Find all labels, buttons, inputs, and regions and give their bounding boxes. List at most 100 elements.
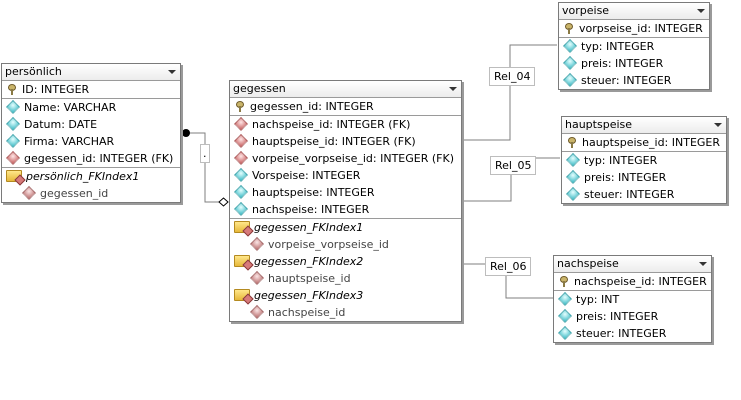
foreign-key-icon [5, 150, 21, 166]
pk-label: nachspeise_id: INTEGER [574, 275, 707, 288]
chevron-down-icon[interactable] [449, 87, 457, 91]
table-name: gegessen [233, 82, 286, 95]
relation-line-rel06 [462, 263, 553, 299]
attribute-icon [565, 186, 581, 202]
many-end-diamond [218, 197, 229, 207]
attribute-label: hauptspeise_id: INTEGER (FK) [252, 135, 416, 148]
attribute-row[interactable]: gegessen_id: INTEGER (FK) [2, 150, 180, 167]
attribute-icon [233, 201, 249, 217]
foreign-key-icon [233, 133, 249, 149]
attribute-row[interactable]: steuer: INTEGER [562, 186, 726, 203]
attribute-label: vorpeise_vorpseise_id: INTEGER (FK) [252, 152, 454, 165]
index-column-icon [249, 270, 265, 286]
table-header[interactable]: hauptspeise [562, 117, 726, 134]
pk-row[interactable]: nachspeise_id: INTEGER [554, 273, 711, 290]
attribute-row[interactable]: Firma: VARCHAR [2, 133, 180, 150]
table-header[interactable]: nachspeise [554, 256, 711, 273]
index-row[interactable]: persönlich_FKIndex1 [2, 168, 180, 185]
index-column-row[interactable]: nachspeise_id [230, 304, 461, 321]
attribute-row[interactable]: steuer: INTEGER [554, 325, 711, 342]
relation-line-persoenlich-gegessen [186, 132, 220, 203]
attribute-row[interactable]: preis: INTEGER [554, 308, 711, 325]
attribute-icon [5, 133, 21, 149]
table-header[interactable]: vorpeise [559, 3, 709, 20]
table-hauptspeise[interactable]: hauptspeise hauptspeise_id: INTEGER typ:… [561, 116, 727, 204]
table-header[interactable]: persönlich [2, 64, 180, 81]
relation-label-persoenlich-gegessen[interactable]: . [200, 144, 210, 163]
index-column-row[interactable]: hauptspeise_id [230, 270, 461, 287]
index-row[interactable]: gegessen_FKIndex2 [230, 253, 461, 270]
attribute-row[interactable]: hauptspeise_id: INTEGER (FK) [230, 133, 461, 150]
attribute-label: preis: INTEGER [581, 57, 664, 70]
attribute-row[interactable]: nachspeise: INTEGER [230, 201, 461, 218]
attribute-row[interactable]: steuer: INTEGER [559, 72, 709, 89]
index-column-icon [249, 304, 265, 320]
attribute-label: Firma: VARCHAR [24, 135, 115, 148]
index-column-label: gegessen_id [40, 187, 109, 200]
index-column-label: vorpeise_vorpseise_id [268, 238, 389, 251]
one-end-marker [182, 129, 190, 137]
table-gegessen[interactable]: gegessen gegessen_id: INTEGER nachspeise… [229, 80, 462, 322]
attribute-label: Name: VARCHAR [24, 101, 117, 114]
table-vorpeise[interactable]: vorpeise vorpseise_id: INTEGER typ: INTE… [558, 2, 710, 90]
relation-label-rel05[interactable]: Rel_05 [490, 156, 537, 175]
attribute-row[interactable]: typ: INT [554, 291, 711, 308]
attribute-label: gegessen_id: INTEGER (FK) [24, 152, 174, 165]
foreign-key-icon [233, 116, 249, 132]
attribute-label: nachspeise_id: INTEGER (FK) [252, 118, 411, 131]
attribute-label: hauptspeise: INTEGER [252, 186, 375, 199]
table-nachspeise[interactable]: nachspeise nachspeise_id: INTEGER typ: I… [553, 255, 712, 343]
pk-row[interactable]: vorpseise_id: INTEGER [559, 20, 709, 37]
attribute-row[interactable]: Name: VARCHAR [2, 99, 180, 116]
relation-label-rel06[interactable]: Rel_06 [485, 257, 532, 276]
index-column-row[interactable]: gegessen_id [2, 185, 180, 202]
attribute-row[interactable]: typ: INTEGER [559, 38, 709, 55]
index-row[interactable]: gegessen_FKIndex3 [230, 287, 461, 304]
pk-row[interactable]: gegessen_id: INTEGER [230, 98, 461, 115]
attribute-icon [557, 325, 573, 341]
index-folder-icon [234, 255, 250, 267]
attribute-icon [565, 152, 581, 168]
attribute-label: steuer: INTEGER [576, 327, 667, 340]
key-icon [236, 100, 244, 112]
attribute-row[interactable]: nachspeise_id: INTEGER (FK) [230, 116, 461, 133]
table-name: hauptspeise [565, 118, 633, 131]
chevron-down-icon[interactable] [168, 70, 176, 74]
attribute-label: typ: INT [576, 293, 620, 306]
attribute-row[interactable]: typ: INTEGER [562, 152, 726, 169]
pk-row[interactable]: hauptspeise_id: INTEGER [562, 134, 726, 151]
chevron-down-icon[interactable] [714, 123, 722, 127]
attribute-row[interactable]: vorpeise_vorpseise_id: INTEGER (FK) [230, 150, 461, 167]
chevron-down-icon[interactable] [699, 262, 707, 266]
index-column-icon [249, 236, 265, 252]
attribute-row[interactable]: preis: INTEGER [559, 55, 709, 72]
attribute-icon [233, 167, 249, 183]
attribute-row[interactable]: Datum: DATE [2, 116, 180, 133]
attribute-icon [557, 308, 573, 324]
key-icon [568, 136, 576, 148]
key-icon [565, 22, 573, 34]
attribute-row[interactable]: preis: INTEGER [562, 169, 726, 186]
index-row[interactable]: gegessen_FKIndex1 [230, 219, 461, 236]
relation-line-rel04 [462, 44, 557, 141]
relation-label-rel04[interactable]: Rel_04 [489, 67, 536, 86]
index-folder-icon [6, 170, 22, 182]
attribute-label: Vorspeise: INTEGER [252, 169, 361, 182]
table-persoenlich[interactable]: persönlich ID: INTEGER Name: VARCHAR Dat… [1, 63, 181, 203]
index-folder-icon [234, 221, 250, 233]
pk-row[interactable]: ID: INTEGER [2, 81, 180, 98]
index-name: gegessen_FKIndex3 [254, 289, 364, 302]
attribute-label: Datum: DATE [24, 118, 98, 131]
attribute-row[interactable]: hauptspeise: INTEGER [230, 184, 461, 201]
pk-label: ID: INTEGER [22, 83, 90, 96]
attribute-icon [562, 55, 578, 71]
table-header[interactable]: gegessen [230, 81, 461, 98]
attribute-row[interactable]: Vorspeise: INTEGER [230, 167, 461, 184]
attribute-label: preis: INTEGER [584, 171, 667, 184]
chevron-down-icon[interactable] [697, 9, 705, 13]
key-icon [8, 83, 16, 95]
index-column-row[interactable]: vorpeise_vorpseise_id [230, 236, 461, 253]
attribute-label: typ: INTEGER [581, 40, 655, 53]
attribute-label: typ: INTEGER [584, 154, 658, 167]
